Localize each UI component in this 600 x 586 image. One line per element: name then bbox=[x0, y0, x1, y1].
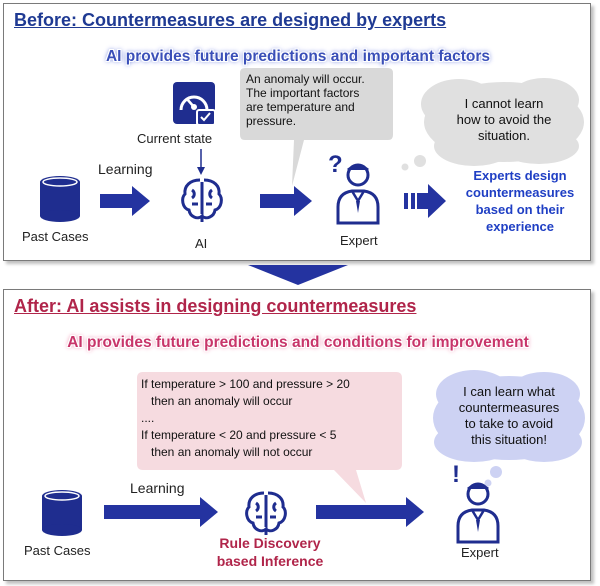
after-panel: After: AI assists in designing counterme… bbox=[3, 289, 591, 581]
rule-callout-bubble bbox=[137, 372, 402, 503]
after-arrow-past-to-brain bbox=[104, 497, 218, 527]
inference-line: Rule Discovery bbox=[219, 535, 321, 551]
after-past-cases-label: Past Cases bbox=[24, 543, 91, 558]
before-callout-bubble bbox=[240, 68, 393, 186]
cloud-line: countermeasures bbox=[458, 400, 560, 415]
after-brain-icon bbox=[245, 491, 287, 535]
before-callout-text: An anomaly will occur. The important fac… bbox=[246, 72, 392, 128]
brain-icon bbox=[181, 178, 223, 222]
callout-line: An anomaly will occur. bbox=[246, 72, 365, 86]
after-expert-label: Expert bbox=[461, 545, 499, 560]
after-database-icon bbox=[42, 490, 82, 536]
result-line: Experts design bbox=[473, 168, 567, 183]
cloud-line: I cannot learn bbox=[464, 96, 544, 111]
rule-line: If temperature > 100 and pressure > 20 bbox=[141, 377, 350, 391]
before-expert-label: Expert bbox=[340, 233, 378, 248]
expert-icon bbox=[336, 163, 380, 225]
cloud-line: I can learn what bbox=[463, 384, 555, 399]
before-thought-cloud bbox=[401, 78, 584, 171]
state-to-ai-arrowhead bbox=[197, 167, 205, 175]
rule-line: .... bbox=[141, 411, 155, 425]
before-panel: Before: Countermeasures are designed by … bbox=[3, 3, 591, 261]
after-arrow-brain-to-expert bbox=[316, 497, 424, 527]
cloud-line: to take to avoid bbox=[464, 416, 554, 431]
after-cloud-text: I can learn what countermeasures to take… bbox=[444, 384, 574, 448]
cloud-line: situation. bbox=[477, 128, 531, 143]
ai-label: AI bbox=[195, 236, 208, 251]
after-title: After: AI assists in designing counterme… bbox=[14, 296, 417, 316]
question-mark-icon: ? bbox=[328, 151, 343, 178]
callout-line: are temperature and bbox=[246, 100, 355, 114]
after-subtitle: AI provides future predictions and condi… bbox=[67, 334, 529, 351]
after-graphics: ! bbox=[42, 370, 585, 544]
current-state-label: Current state bbox=[137, 131, 213, 146]
cloud-line: how to avoid the bbox=[456, 112, 552, 127]
before-past-cases-label: Past Cases bbox=[22, 229, 89, 244]
before-learning-label: Learning bbox=[98, 161, 153, 177]
before-result-text: Experts design countermeasures based on … bbox=[456, 167, 584, 235]
rule-callout-text: If temperature > 100 and pressure > 20 t… bbox=[141, 376, 350, 461]
before-graphics: ? bbox=[40, 68, 584, 225]
arrow-expert-to-result bbox=[404, 184, 446, 218]
rule-line: then an anomaly will not occur bbox=[151, 445, 313, 459]
rule-line: If temperature < 20 and pressure < 5 bbox=[141, 428, 337, 442]
cloud-line: this situation! bbox=[471, 432, 547, 447]
rule-line: then an anomaly will occur bbox=[151, 394, 293, 408]
gauge-icon bbox=[173, 82, 216, 126]
result-line: based on their bbox=[475, 202, 565, 217]
after-learning-label: Learning bbox=[130, 480, 185, 496]
before-title: Before: Countermeasures are designed by … bbox=[14, 10, 447, 30]
inference-line: based Inference bbox=[216, 553, 324, 569]
result-line: countermeasures bbox=[465, 185, 575, 200]
callout-line: The important factors bbox=[246, 86, 360, 100]
arrow-past-to-ai bbox=[100, 186, 150, 216]
result-line: experience bbox=[486, 219, 554, 234]
transition-arrow bbox=[248, 265, 348, 285]
before-cloud-text: I cannot learn how to avoid the situatio… bbox=[434, 96, 574, 144]
after-thought-cloud bbox=[433, 370, 585, 487]
callout-line: pressure. bbox=[246, 114, 297, 128]
exclamation-icon: ! bbox=[452, 461, 460, 488]
before-subtitle: AI provides future predictions and impor… bbox=[105, 48, 491, 65]
inference-label: Rule Discovery based Inference bbox=[200, 534, 340, 570]
database-icon bbox=[40, 176, 80, 222]
arrow-ai-to-expert bbox=[260, 186, 312, 216]
after-expert-icon bbox=[456, 482, 500, 544]
